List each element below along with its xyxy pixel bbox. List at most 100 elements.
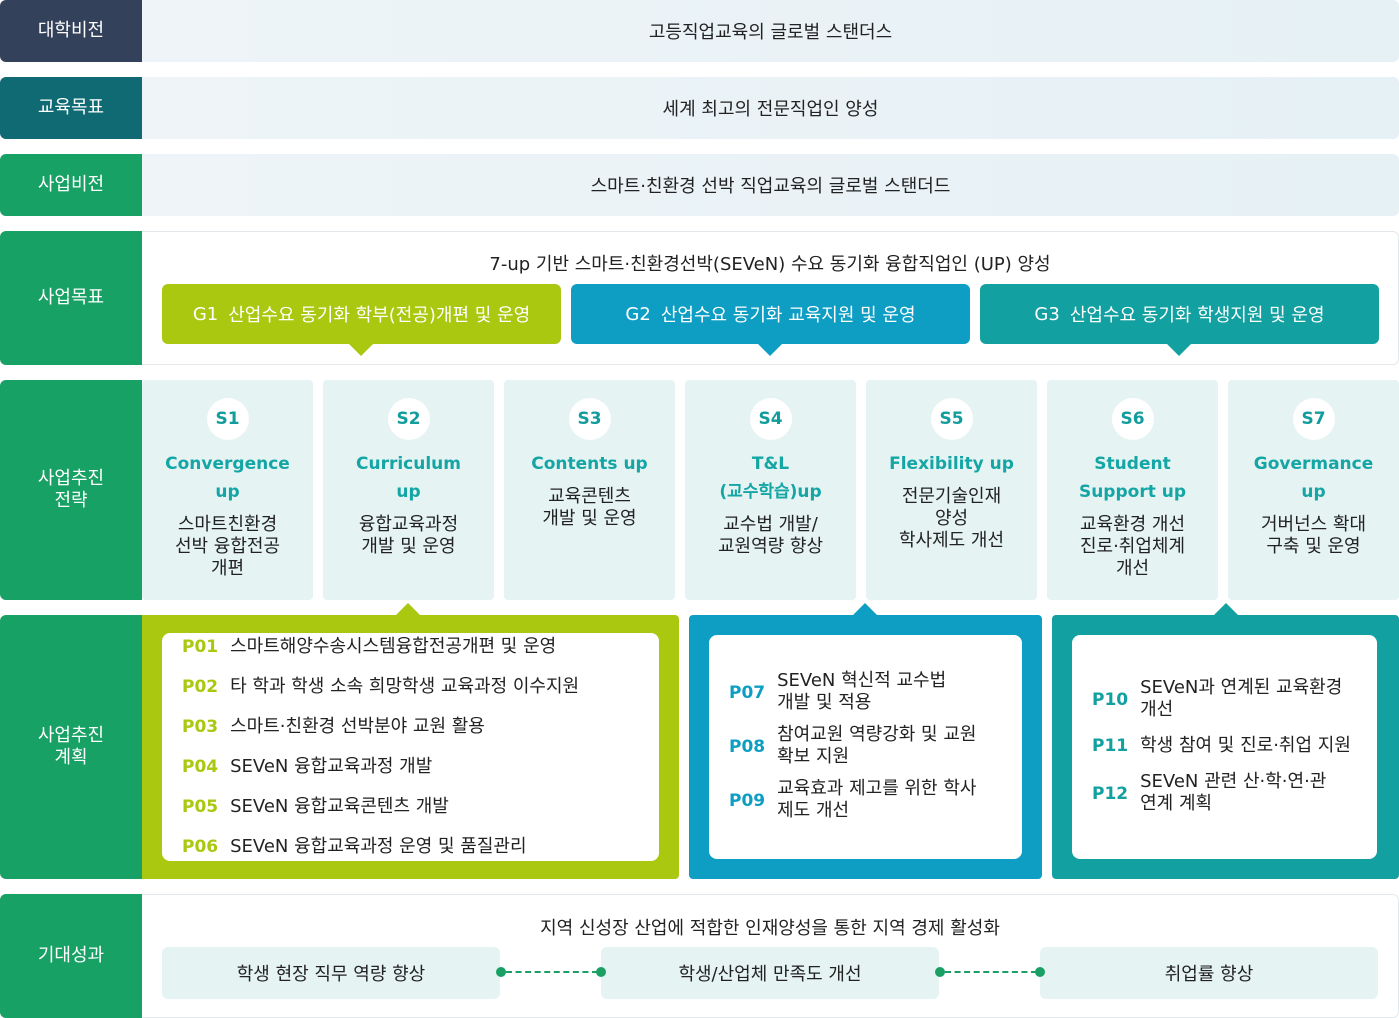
plan-code: P09 [729, 791, 766, 811]
strategy-card-s5: S5 Flexibility up 전문기술인재 양성 학사제도 개선 [866, 380, 1037, 600]
plan-card-g1 [162, 633, 659, 861]
strategy-ko: 교육환경 개선 진로·취업체계 개선 [1079, 514, 1186, 579]
strategy-code: S3 [568, 398, 611, 440]
strategy-code: S5 [930, 398, 973, 440]
plan-code: P03 [182, 717, 219, 737]
strategy-en: Curriculum up [356, 454, 461, 502]
plan-text: 교육효과 제고를 위한 학사 제도 개선 [777, 778, 977, 821]
goal-g3: G3 산업수요 동기화 학생지원 및 운영 [980, 284, 1379, 344]
strategy-card-s1: S1 Convergence up 스마트친환경 선박 융합전공 개편 [142, 380, 313, 600]
strategy-code: S1 [206, 398, 249, 440]
education-goal-text: 세계 최고의 전문직업인 양성 [142, 77, 1399, 139]
plan-text: SEVeN 혁신적 교수법 개발 및 적용 [777, 670, 947, 713]
goal-g2: G2 산업수요 동기화 교육지원 및 운영 [571, 284, 970, 344]
row-label-education-goal: 교육목표 [0, 77, 142, 139]
plan-card-g2 [709, 635, 1022, 859]
connector-line [945, 971, 1037, 973]
plan-item-p02: P02 타 학과 학생 소속 희망학생 교육과정 이수지원 [182, 676, 579, 698]
strategy-en: Govermance up [1253, 454, 1374, 502]
goal-g2-pointer [758, 344, 782, 356]
plan-panel-g1: P01 스마트해양수송시스템융합전공개편 및 운영 P02 타 학과 학생 소속 희… [142, 615, 679, 879]
plan-item-p01: P01 스마트해양수송시스템융합전공개편 및 운영 [182, 636, 556, 658]
strategy-en: Convergence up [165, 454, 290, 502]
row-label-business-goal: 사업목표 [0, 231, 142, 365]
row-business-vision: 사업비전 스마트·친환경 선박 직업교육의 글로벌 스탠더드 [0, 154, 1399, 216]
strategy-card-s3: S3 Contents up 교육콘텐츠 개발 및 운영 [504, 380, 675, 600]
goal-g3-pointer [1167, 344, 1191, 356]
strategy-en: Contents up [531, 454, 648, 474]
row-expected-result: 기대성과 지역 신성장 산업에 적합한 인재양성을 통한 지역 경제 활성화 학… [0, 894, 1399, 1018]
strategy-ko: 교수법 개발/ 교원역량 향상 [717, 514, 824, 557]
connector-dot [596, 967, 606, 977]
row-label-strategy: 사업추진 전략 [0, 380, 142, 600]
strategy-en: Student Support up [1078, 454, 1187, 502]
row-label-university-vision: 대학비전 [0, 0, 142, 62]
plan-code: P01 [182, 637, 219, 657]
row-label-business-vision: 사업비전 [0, 154, 142, 216]
plan-text: 학생 참여 및 진로·취업 지원 [1140, 735, 1351, 756]
plan-text: SEVeN과 연계된 교육환경 개선 [1140, 677, 1343, 720]
result-box-3: 취업률 향상 [1040, 947, 1378, 999]
goal-text: 산업수요 동기화 학생지원 및 운영 [1069, 305, 1325, 326]
plan-g1-pointer [396, 603, 420, 615]
row-plan: 사업추진 계획 P01 스마트해양수송시스템융합전공개편 및 운영 P02 타 학과… [0, 603, 1399, 879]
business-vision-text: 스마트·친환경 선박 직업교육의 글로벌 스탠더드 [142, 154, 1399, 216]
plan-code: P05 [182, 797, 219, 817]
plan-item-p03: P03 스마트·친환경 선박분야 교원 활용 [182, 716, 485, 738]
row-label-expected-result: 기대성과 [0, 894, 142, 1018]
connector-dot [935, 967, 945, 977]
strategy-card-s4: S4 T&L (교수학습)up 교수법 개발/ 교원역량 향상 [685, 380, 856, 600]
result-box-1: 학생 현장 직무 역량 향상 [162, 947, 500, 999]
strategy-ko: 전문기술인재 양성 학사제도 개선 [898, 486, 1005, 551]
row-strategy: 사업추진 전략 S1 Convergence up 스마트친환경 선박 융합전공… [0, 380, 1399, 600]
plan-card-g3 [1072, 635, 1377, 859]
plan-code: P11 [1092, 736, 1129, 756]
plan-text: 타 학과 학생 소속 희망학생 교육과정 이수지원 [230, 676, 580, 697]
plan-item-p04: P04 SEVeN 융합교육과정 개발 [182, 756, 432, 778]
strategy-code: S6 [1111, 398, 1154, 440]
strategy-card-s6: S6 Student Support up 교육환경 개선 진로·취업체계 개선 [1047, 380, 1218, 600]
connector-dot [496, 967, 506, 977]
business-goal-title: 7-up 기반 스마트·친환경선박(SEVeN) 수요 동기화 융합직업인 (U… [489, 254, 1051, 275]
row-university-vision: 대학비전 고등직업교육의 글로벌 스탠더스 [0, 0, 1399, 62]
strategy-ko: 교육콘텐츠 개발 및 운영 [542, 486, 637, 529]
expected-result-title: 지역 신성장 산업에 적합한 인재양성을 통한 지역 경제 활성화 [540, 918, 1000, 939]
strategy-en: T&L (교수학습)up [719, 454, 822, 502]
plan-text: SEVeN 융합교육과정 개발 [230, 756, 433, 777]
goal-code: G2 [625, 303, 651, 325]
plan-code: P04 [182, 757, 219, 777]
plan-code: P07 [729, 683, 766, 703]
connector-dot [1035, 967, 1045, 977]
plan-item-p05: P05 SEVeN 융합교육콘텐츠 개발 [182, 796, 449, 818]
plan-item-p07: P07 SEVeN 혁신적 교수법 개발 및 적용 [729, 670, 946, 714]
university-vision-text: 고등직업교육의 글로벌 스탠더스 [142, 0, 1399, 62]
plan-code: P02 [182, 677, 219, 697]
goal-text: 산업수요 동기화 교육지원 및 운영 [660, 305, 916, 326]
strategy-ko: 스마트친환경 선박 융합전공 개편 [174, 514, 281, 579]
goal-g1-pointer [349, 344, 373, 356]
plan-item-p11: P11 학생 참여 및 진로·취업 지원 [1092, 735, 1351, 757]
row-business-goal: 사업목표 7-up 기반 스마트·친환경선박(SEVeN) 수요 동기화 융합직… [0, 231, 1399, 365]
goal-g1: G1 산업수요 동기화 학부(전공)개편 및 운영 [162, 284, 561, 344]
plan-text: 스마트해양수송시스템융합전공개편 및 운영 [230, 636, 557, 657]
strategy-code: S2 [387, 398, 430, 440]
goal-text: 산업수요 동기화 학부(전공)개편 및 운영 [228, 305, 531, 326]
strategy-card-s2: S2 Curriculum up 융합교육과정 개발 및 운영 [323, 380, 494, 600]
result-box-2: 학생/산업체 만족도 개선 [601, 947, 939, 999]
plan-text: SEVeN 융합교육콘텐츠 개발 [230, 796, 449, 817]
plan-code: P08 [729, 737, 766, 757]
plan-g3-pointer [1214, 603, 1238, 615]
strategy-code: S7 [1292, 398, 1335, 440]
strategy-ko: 융합교육과정 개발 및 운영 [358, 514, 459, 557]
plan-item-p09: P09 교육효과 제고를 위한 학사 제도 개선 [729, 778, 976, 822]
plan-text: 스마트·친환경 선박분야 교원 활용 [230, 716, 485, 737]
strategy-code: S4 [749, 398, 792, 440]
row-label-plan: 사업추진 계획 [0, 615, 142, 879]
plan-text: SEVeN 융합교육과정 운영 및 품질관리 [230, 836, 527, 857]
plan-text: SEVeN 관련 산·학·연·관 연계 계획 [1140, 771, 1327, 814]
